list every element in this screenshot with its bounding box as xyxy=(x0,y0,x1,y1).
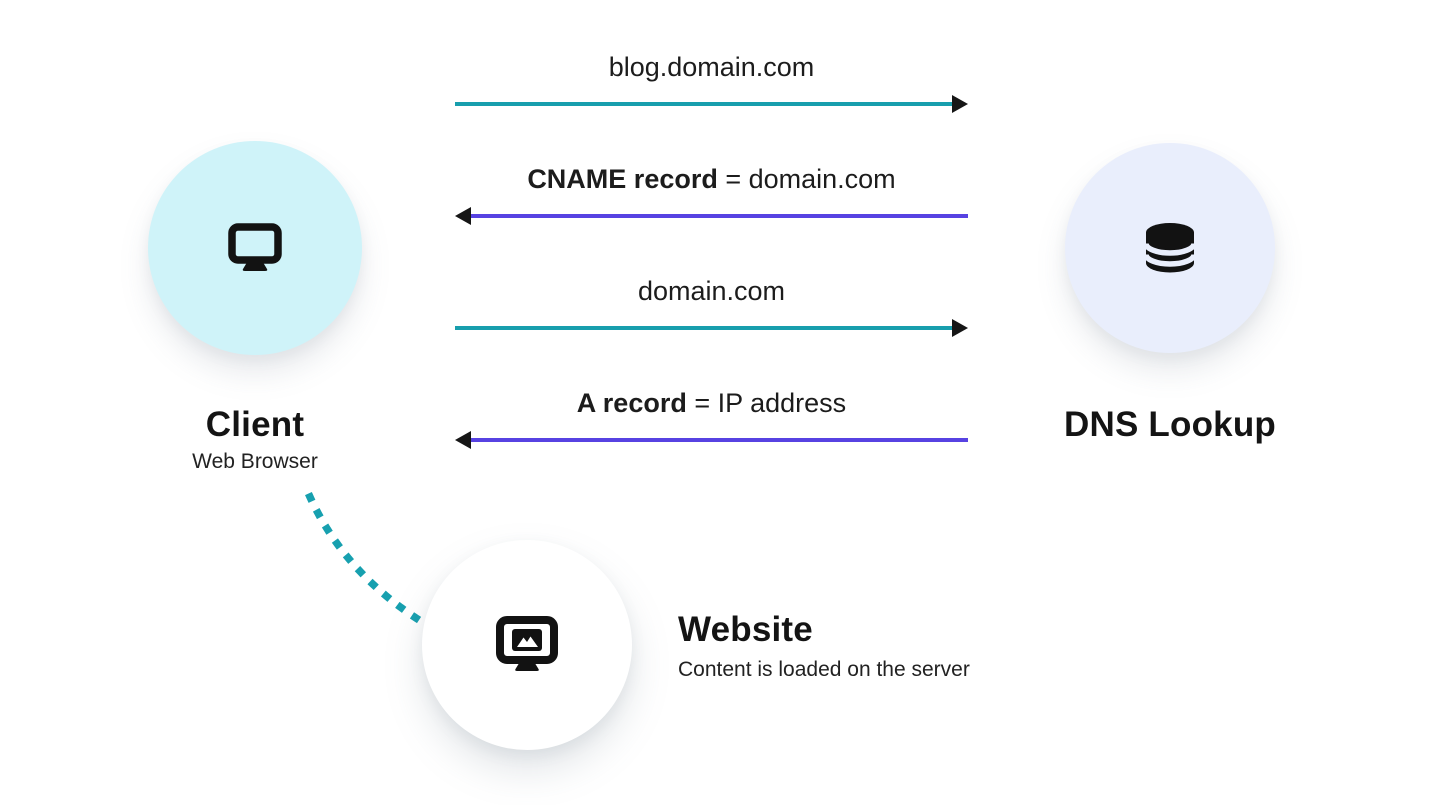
arrow-left-icon xyxy=(455,431,968,449)
arrow-right-icon xyxy=(455,95,968,113)
website-subtitle: Content is loaded on the server xyxy=(678,658,970,681)
database-icon xyxy=(1143,223,1197,273)
message-cname-record: CNAME record = domain.com xyxy=(455,161,968,225)
dns-title: DNS Lookup xyxy=(1064,405,1276,444)
message-a-record: A record = IP address xyxy=(455,385,968,449)
dns-caption: DNS Lookup xyxy=(1010,404,1330,446)
message-label: A record = IP address xyxy=(576,388,847,418)
arrow-left-icon xyxy=(455,207,968,225)
client-title: Client xyxy=(205,405,305,444)
message-label: CNAME record = domain.com xyxy=(527,164,896,194)
client-circle xyxy=(148,141,362,355)
monitor-image-icon xyxy=(496,616,558,671)
website-circle xyxy=(422,540,632,750)
message-label: blog.domain.com xyxy=(608,52,815,82)
arrow-right-icon xyxy=(455,319,968,337)
website-title: Website xyxy=(678,610,813,649)
dns-circle xyxy=(1065,143,1275,353)
client-subtitle: Web Browser xyxy=(192,450,318,473)
message-domain: domain.com xyxy=(455,273,968,337)
client-caption: Client Web Browser xyxy=(95,404,415,476)
website-caption: Website Content is loaded on the server xyxy=(678,608,970,684)
message-label: domain.com xyxy=(637,276,786,306)
desktop-monitor-icon xyxy=(228,223,282,271)
message-blog-domain: blog.domain.com xyxy=(455,49,968,113)
